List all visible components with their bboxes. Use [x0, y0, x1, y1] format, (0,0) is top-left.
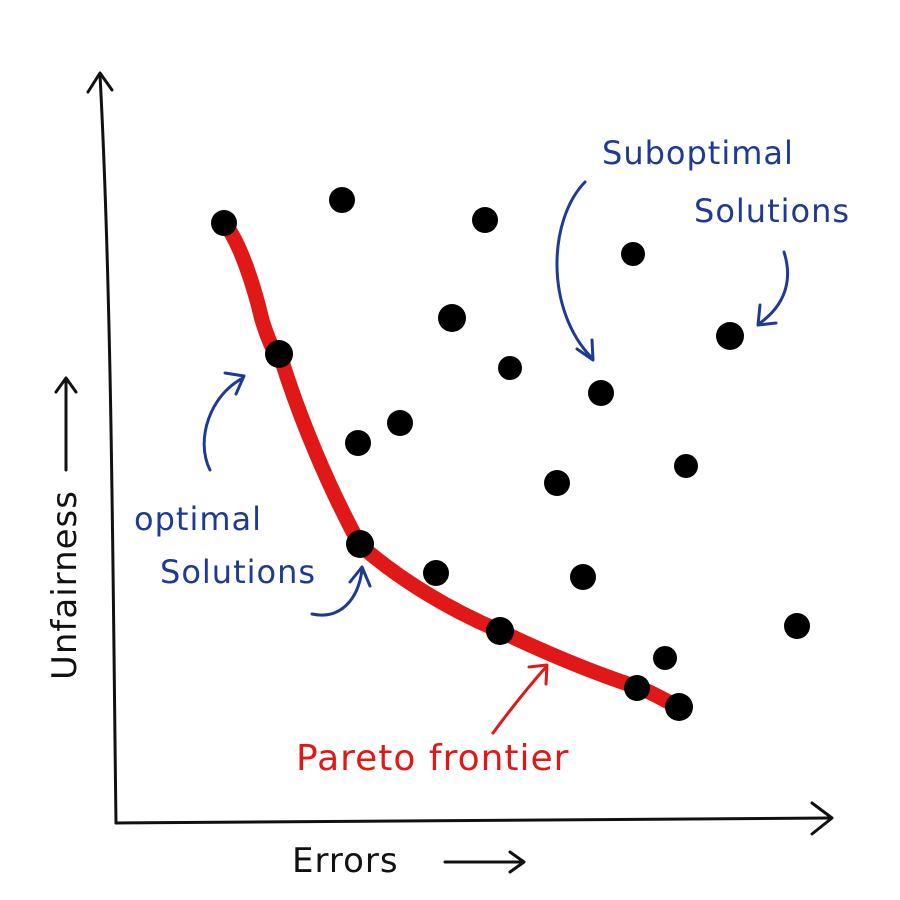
data-point	[624, 675, 650, 701]
optimal-arrows	[202, 371, 372, 617]
frontier-arrow-shaft	[491, 665, 548, 735]
data-point	[544, 470, 570, 496]
suboptimal-arrowhead-right	[756, 303, 778, 327]
suboptimal-label-line2: Solutions	[694, 192, 850, 230]
y-axis-line	[98, 73, 118, 825]
y-axis-arrowhead	[86, 71, 114, 94]
data-point	[345, 430, 371, 456]
data-point	[498, 356, 522, 380]
data-point	[438, 304, 466, 332]
data-point	[716, 322, 744, 350]
suboptimal-arrows	[555, 180, 790, 362]
axes	[86, 71, 834, 836]
data-point	[265, 340, 293, 368]
data-point	[472, 207, 498, 233]
optimal-arrowhead-upper	[223, 371, 246, 396]
data-point	[674, 454, 698, 478]
data-point	[621, 242, 645, 266]
y-axis-label: Unfairness	[45, 490, 85, 680]
y-axis-label-arrow	[54, 376, 78, 472]
x-axis-line	[114, 816, 832, 825]
suboptimal-arrow-right	[758, 250, 790, 325]
pareto-frontier-label: Pareto frontier	[296, 738, 570, 779]
optimal-points	[211, 210, 693, 721]
suboptimal-arrow-left	[555, 180, 594, 360]
optimal-arrow-lower	[310, 568, 364, 617]
pareto-frontier-line	[215, 214, 688, 715]
data-point	[387, 410, 413, 436]
optimal-arrowhead-lower	[348, 565, 372, 588]
x-axis-label: Errors	[292, 841, 399, 881]
data-point	[588, 380, 614, 406]
frontier-arrowhead	[527, 663, 549, 686]
data-point	[211, 210, 237, 236]
data-point	[570, 564, 596, 590]
data-point	[784, 613, 810, 639]
x-axis-label-arrow	[443, 850, 526, 874]
optimal-label-line2: Solutions	[160, 553, 316, 591]
data-point	[329, 187, 355, 213]
optimal-arrow-upper	[202, 376, 245, 472]
data-point	[665, 693, 693, 721]
suboptimal-arrowhead-left	[575, 338, 595, 362]
optimal-label-line1: optimal	[134, 500, 262, 538]
data-point	[486, 617, 514, 645]
y-axis-label-group: Unfairness	[45, 376, 85, 680]
suboptimal-points	[329, 187, 810, 670]
data-point	[423, 560, 449, 586]
frontier-arrow	[491, 663, 549, 735]
x-axis-arrowhead	[810, 801, 834, 836]
data-point	[653, 646, 677, 670]
data-point	[346, 530, 374, 558]
suboptimal-label-line1: Suboptimal	[602, 134, 794, 172]
